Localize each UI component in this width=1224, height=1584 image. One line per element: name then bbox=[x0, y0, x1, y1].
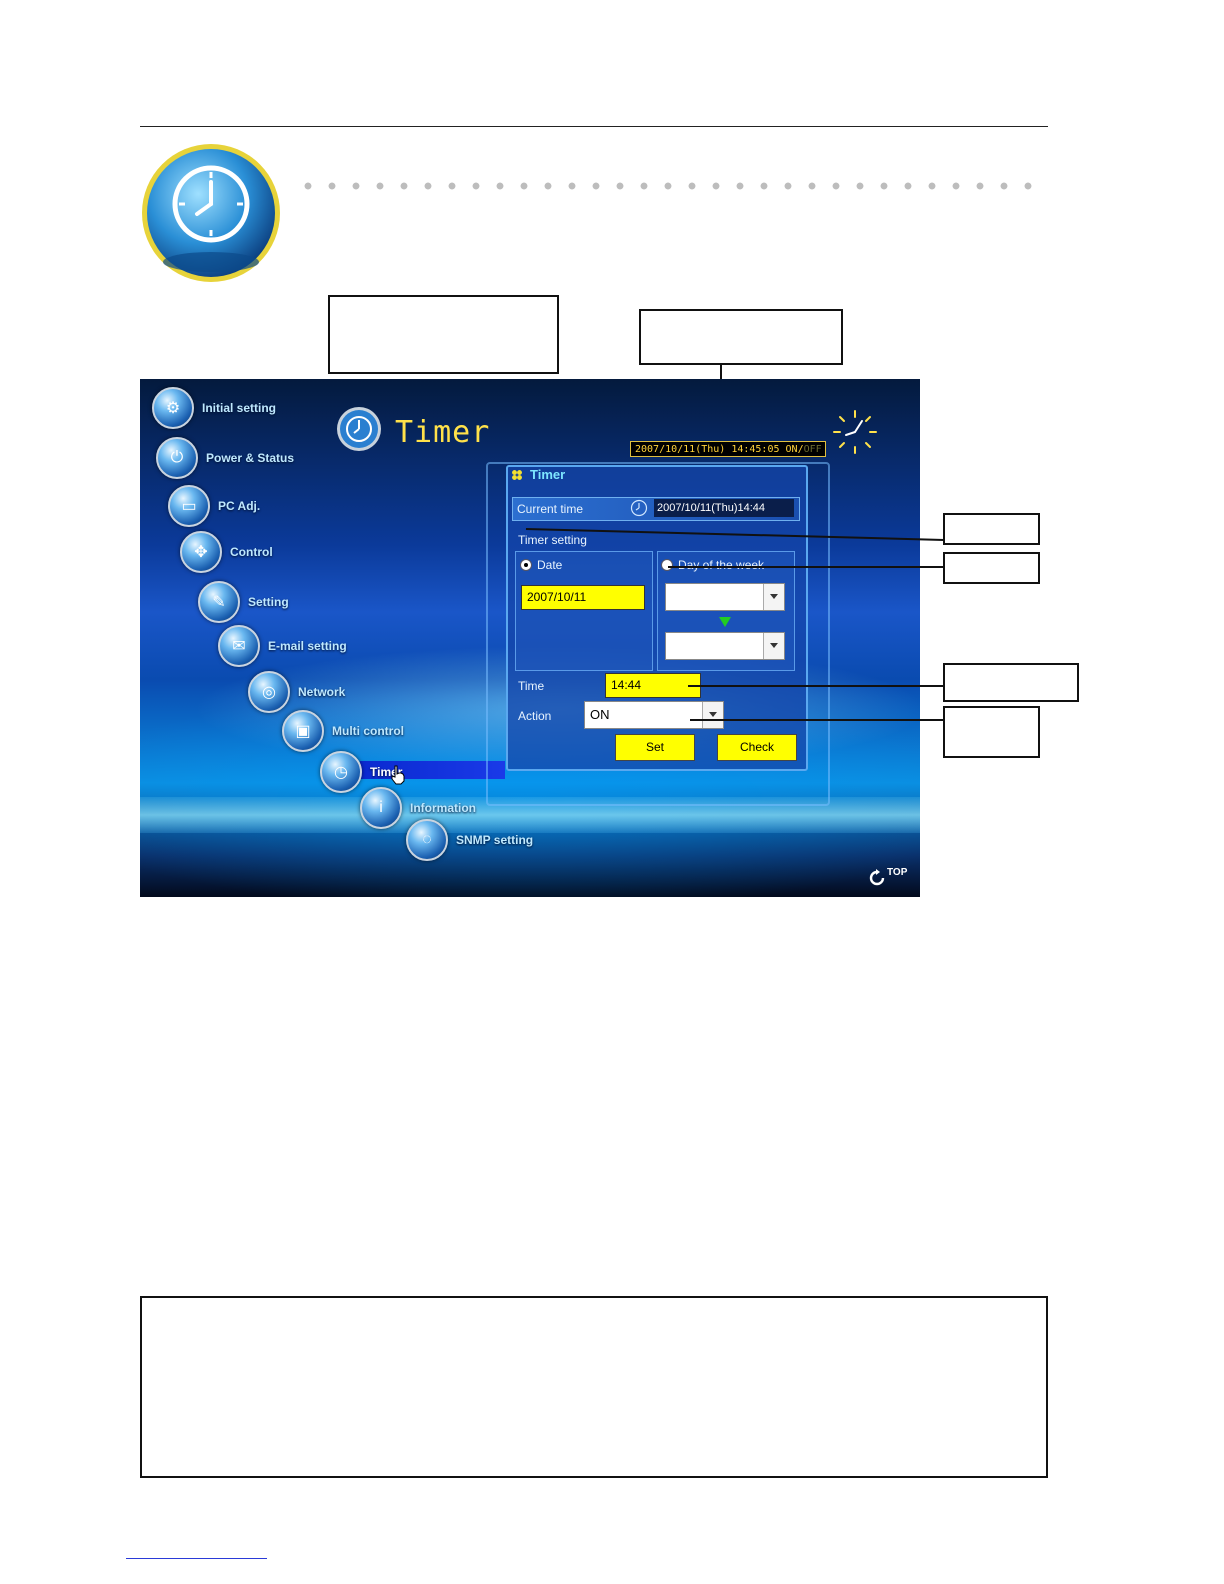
hand-cursor-icon bbox=[391, 765, 405, 785]
set-button[interactable]: Set bbox=[615, 734, 695, 761]
nav-label: Initial setting bbox=[202, 401, 277, 415]
top-rule bbox=[140, 126, 1048, 127]
wrench-icon: ✎ bbox=[198, 581, 240, 623]
date-radio[interactable] bbox=[520, 559, 532, 571]
arrow-down-icon bbox=[719, 617, 731, 627]
nav-item-snmp-setting[interactable]: ◌ SNMP setting bbox=[406, 819, 533, 861]
current-time-value: 2007/10/11(Thu)14:44 bbox=[654, 499, 794, 517]
panel-header: Timer bbox=[506, 465, 696, 485]
power-icon: ⏻ bbox=[156, 437, 198, 479]
nav-item-email-setting[interactable]: ✉ E-mail setting bbox=[218, 625, 347, 667]
check-button[interactable]: Check bbox=[717, 734, 797, 761]
nav-item-multi-control[interactable]: ▣ Multi control bbox=[282, 710, 404, 752]
clock-icon: ◷ bbox=[320, 751, 362, 793]
nav-item-setting[interactable]: ✎ Setting bbox=[198, 581, 289, 623]
nav-item-network[interactable]: ◎ Network bbox=[248, 671, 345, 713]
date-input[interactable]: 2007/10/11 bbox=[521, 585, 645, 610]
timer-setting-label: Timer setting bbox=[518, 533, 587, 547]
monitor-icon: ▭ bbox=[168, 485, 210, 527]
callout-box-day bbox=[943, 552, 1040, 584]
nav-label: Multi control bbox=[332, 724, 404, 738]
top-link[interactable]: TOP bbox=[887, 867, 908, 878]
callout-box-1 bbox=[328, 295, 559, 374]
action-value: ON bbox=[590, 707, 610, 722]
nav-item-control[interactable]: ✥ Control bbox=[180, 531, 273, 573]
network-icon: ◎ bbox=[248, 671, 290, 713]
day-from-select[interactable] bbox=[665, 583, 785, 611]
chevron-down-icon bbox=[763, 584, 784, 610]
chevron-down-icon bbox=[702, 702, 723, 728]
status-lcd: 2007/10/11(Thu) 14:45:05 ON/OFF bbox=[630, 441, 826, 457]
nav-item-information[interactable]: i Information bbox=[360, 787, 476, 829]
snmp-icon: ◌ bbox=[406, 819, 448, 861]
nav-label: E-mail setting bbox=[268, 639, 347, 653]
nav-item-power-status[interactable]: ⏻ Power & Status bbox=[156, 437, 294, 479]
light-band bbox=[140, 797, 920, 833]
status-off: OFF bbox=[803, 444, 822, 455]
nav-item-timer[interactable]: ◷ Timer bbox=[320, 751, 402, 793]
gear-icon: ⚙ bbox=[152, 387, 194, 429]
dpad-icon: ✥ bbox=[180, 531, 222, 573]
date-radio-label: Date bbox=[537, 558, 563, 572]
timer-title-icon bbox=[337, 407, 381, 451]
nav-label: PC Adj. bbox=[218, 499, 261, 513]
panel-frame bbox=[486, 462, 830, 806]
time-input[interactable]: 14:44 bbox=[605, 673, 701, 698]
nav-label: Setting bbox=[248, 595, 289, 609]
refresh-icon[interactable] bbox=[868, 869, 886, 887]
nav-label: Information bbox=[410, 801, 476, 815]
time-label: Time bbox=[518, 679, 545, 693]
note-box bbox=[140, 1296, 1048, 1478]
web-control-screen: Timer 2007/10/11(Thu) 14:45:05 ON/OFF ⚙ … bbox=[140, 379, 920, 897]
sun-clock-icon bbox=[833, 410, 877, 454]
leader-day bbox=[668, 566, 944, 568]
callout-box-action bbox=[943, 706, 1040, 758]
clock-badge-icon bbox=[142, 144, 280, 282]
action-label: Action bbox=[518, 709, 552, 723]
day-of-week-radio[interactable] bbox=[661, 559, 673, 571]
nav-label: Power & Status bbox=[206, 451, 295, 465]
nav-item-initial-setting[interactable]: ⚙ Initial setting bbox=[152, 387, 276, 429]
leader-time bbox=[688, 685, 944, 687]
status-datetime: 2007/10/11(Thu) 14:45:05 bbox=[635, 444, 780, 455]
page-title: Timer bbox=[395, 415, 491, 450]
footer-rule bbox=[126, 1558, 267, 1559]
status-on: ON/ bbox=[785, 444, 804, 455]
panel-dots-icon bbox=[512, 470, 522, 480]
callout-box-2 bbox=[639, 309, 843, 365]
panel-header-label: Timer bbox=[530, 467, 566, 482]
callout-box-date bbox=[943, 513, 1040, 545]
dotted-divider bbox=[296, 181, 1048, 191]
day-to-select[interactable] bbox=[665, 632, 785, 660]
date-section bbox=[515, 551, 653, 671]
projector-icon: ▣ bbox=[282, 710, 324, 752]
action-select[interactable]: ON bbox=[584, 701, 724, 729]
nav-item-pc-adj[interactable]: ▭ PC Adj. bbox=[168, 485, 260, 527]
chevron-down-icon bbox=[763, 633, 784, 659]
current-time-label: Current time bbox=[517, 502, 584, 516]
day-of-week-radio-label: Day of the week bbox=[678, 558, 765, 572]
clock-small-icon bbox=[630, 499, 648, 517]
callout-box-time bbox=[943, 663, 1079, 702]
nav-label: Timer bbox=[370, 765, 403, 779]
envelope-icon: ✉ bbox=[218, 625, 260, 667]
nav-label: Network bbox=[298, 685, 346, 699]
nav-label: Control bbox=[230, 545, 273, 559]
info-icon: i bbox=[360, 787, 402, 829]
leader-action bbox=[690, 719, 944, 721]
nav-label: SNMP setting bbox=[456, 833, 534, 847]
